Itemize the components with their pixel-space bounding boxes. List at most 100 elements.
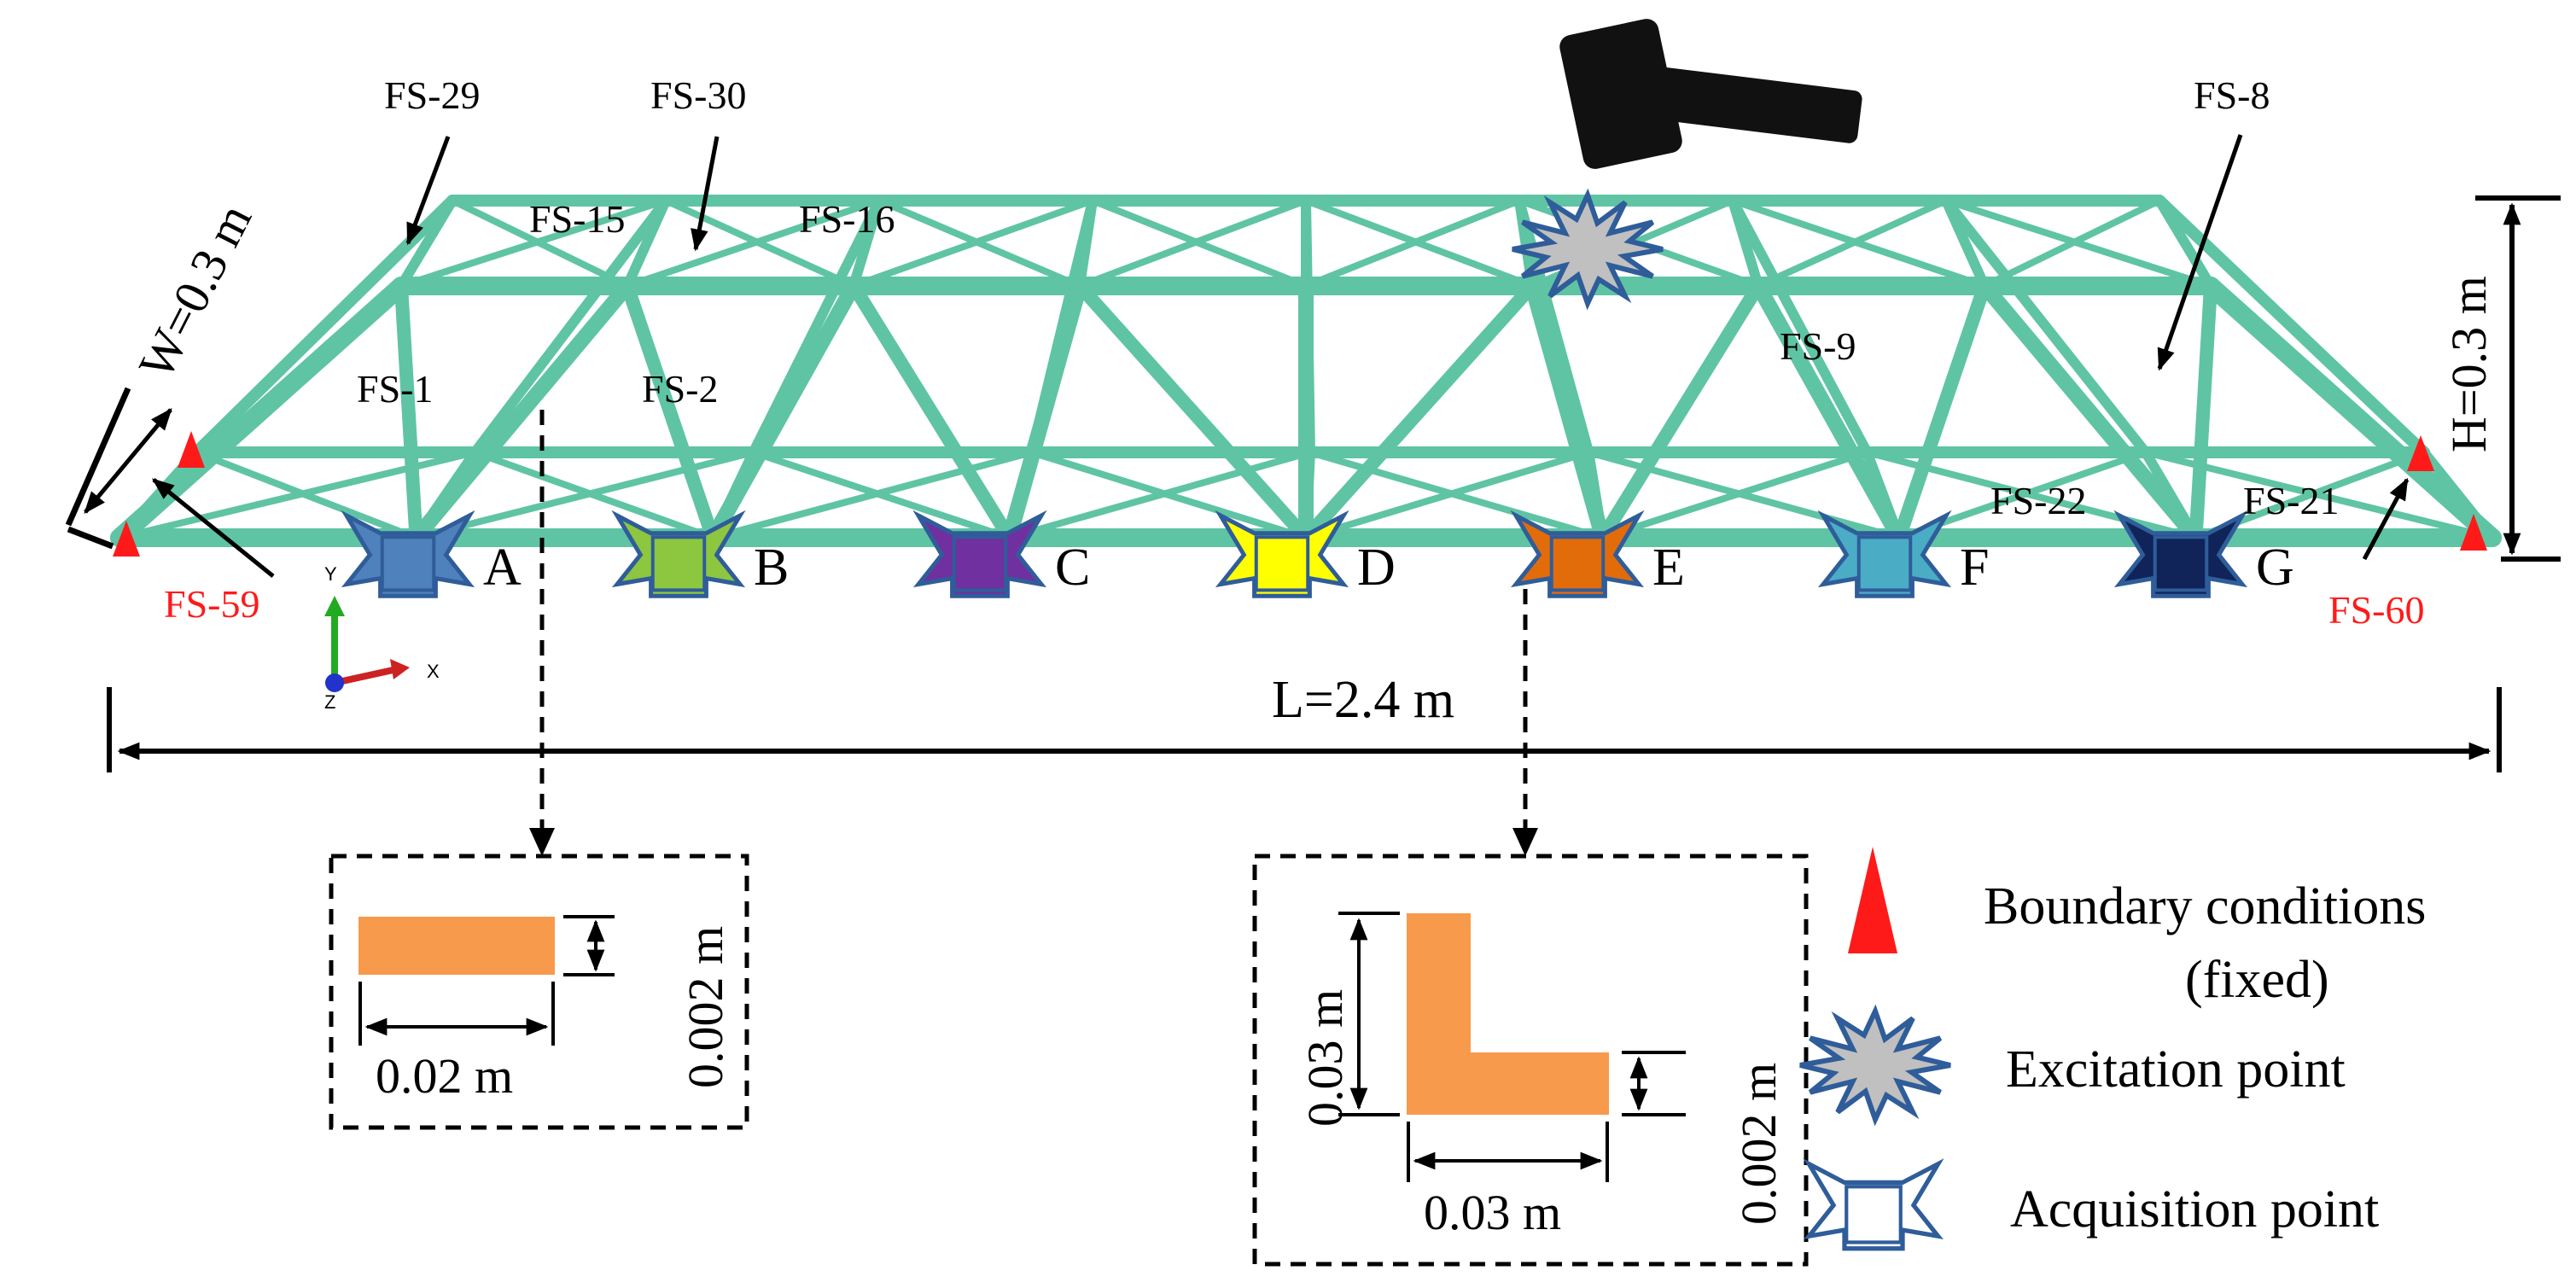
truss-member (1514, 195, 1594, 458)
angle-width-label: 0.03 m (1424, 1185, 1561, 1240)
boundary-triangle-icon (2460, 514, 2487, 551)
legend-boundary-label: Boundary conditions (1984, 877, 2426, 935)
truss-member (1892, 279, 1991, 545)
member-label-fs59: FS-59 (164, 582, 259, 626)
truss-member (2188, 279, 2218, 545)
sensor-icon-body (1549, 535, 1606, 592)
truss-member (1755, 197, 1949, 289)
coordinate-axes-icon: Y X Z (324, 563, 440, 713)
height-label: H=0.3 m (2441, 276, 2497, 452)
section-leaders (539, 410, 1528, 841)
acquisition-point-e: E (1510, 510, 1685, 598)
truss-member (1941, 195, 1990, 291)
legend-boundary-icon (1848, 847, 1897, 953)
pointer-arrow-fs29 (405, 136, 451, 246)
truss-member (1303, 449, 1593, 541)
member-label-fs60: FS-60 (2328, 588, 2424, 632)
acquisition-point-g: G (2113, 510, 2294, 598)
truss-member (624, 197, 883, 289)
truss-member (621, 279, 720, 545)
sensor-icon-body (1254, 535, 1310, 592)
truss-member (469, 195, 671, 458)
truss-member (1728, 195, 1873, 458)
boundary-triangle-icon (2407, 435, 2434, 471)
truss-member (1981, 197, 2163, 289)
length-label: L=2.4 m (1272, 671, 1454, 729)
sensor-label: F (1960, 539, 1989, 597)
truss-member (408, 278, 635, 545)
truss-structure (110, 195, 2502, 547)
truss-member (622, 195, 671, 291)
legend-excitation-icon (1799, 1004, 1951, 1127)
truss-member (1599, 449, 1871, 541)
sensor-label: C (1055, 539, 1090, 597)
truss-member (847, 279, 1017, 545)
member-label-fs15: FS-15 (529, 197, 625, 241)
sensor-icon-body (952, 535, 1008, 592)
axis-label-y: Y (324, 563, 337, 585)
truss-member (398, 197, 669, 289)
sensor-label: G (2256, 539, 2294, 597)
sensor-label: A (483, 539, 522, 597)
truss-member (1001, 278, 1087, 545)
truss-member (2154, 195, 2216, 291)
truss-member (396, 195, 458, 291)
truss-member (748, 195, 884, 458)
flat-section-detail: 0.02 m 0.002 m (329, 854, 749, 1130)
legend: Boundary conditions (fixed) Excitation p… (1799, 847, 2426, 1251)
flat-width-label: 0.02 m (376, 1048, 513, 1104)
acquisition-point-b: B (611, 510, 789, 598)
member-labels: FS-29 FS-30 FS-15 FS-16 FS-1 FS-2 FS-9 F… (164, 73, 2424, 632)
member-label-fs16: FS-16 (799, 197, 895, 241)
truss-front-plane (110, 277, 2502, 547)
legend-acquisition-label: Acquisition point (2010, 1180, 2379, 1238)
acquisition-point-c: C (912, 510, 1090, 598)
truss-member (709, 449, 1035, 541)
axis-label-x: X (427, 661, 440, 682)
acquisition-points: A B C D E F G (341, 510, 2294, 598)
sensor-icon-body (380, 535, 436, 592)
sensor-icon-body (2153, 535, 2209, 592)
member-label-fs2: FS-2 (642, 367, 718, 411)
sensor-label: D (1357, 539, 1396, 597)
truss-member (1751, 278, 1907, 545)
member-label-fs30: FS-30 (650, 73, 746, 117)
flat-thickness-label: 0.002 m (678, 926, 733, 1088)
sensor-icon-body (1856, 535, 1913, 592)
truss-member (1005, 449, 1314, 541)
legend-sensor-shape-body (1845, 1185, 1903, 1244)
acquisition-point-f: F (1817, 510, 1989, 598)
angle-height-label: 0.03 m (1297, 989, 1353, 1127)
truss-member (1977, 278, 2204, 545)
member-label-fs29: FS-29 (384, 73, 480, 117)
sensor-label: E (1652, 539, 1685, 597)
truss-member (1524, 278, 1611, 545)
member-label-fs8: FS-8 (2194, 73, 2270, 117)
sensor-label: B (754, 539, 789, 597)
pointer-arrow-fs60 (2362, 477, 2410, 561)
truss-member (1073, 279, 1313, 545)
truss-member (705, 278, 861, 545)
truss-member (412, 449, 757, 541)
legend-excitation-label: Excitation point (2006, 1040, 2346, 1099)
member-label-fs9: FS-9 (1780, 324, 1856, 368)
pointer-arrow-fs8 (2157, 134, 2243, 371)
truss-member (1595, 279, 1765, 545)
truss-member (394, 279, 423, 545)
member-label-fs22: FS-22 (1990, 479, 2086, 522)
truss-member (1299, 279, 1539, 545)
acquisition-point-d: D (1215, 510, 1396, 598)
leader-arrowhead (1512, 828, 1538, 856)
truss-member (850, 197, 1096, 289)
truss-member (848, 195, 884, 291)
boundary-triangle-icon (178, 431, 205, 468)
angle-cross-section (1407, 913, 1609, 1115)
pointer-arrow-fs59 (151, 478, 275, 578)
legend-acquisition-icon (1803, 1158, 1944, 1251)
truss-member (1941, 195, 2151, 458)
truss-member (1303, 197, 1523, 289)
truss-member (1728, 195, 1763, 291)
width-label: W=0.3 m (128, 195, 263, 388)
